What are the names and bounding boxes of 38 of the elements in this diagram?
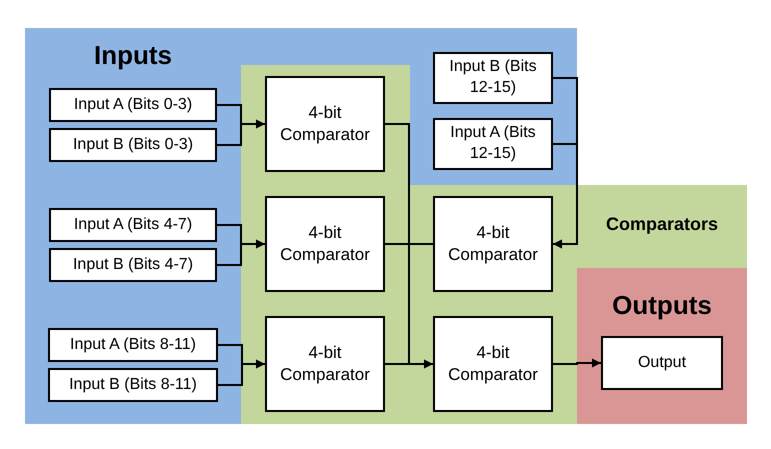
box-label: 4-bit Comparator: [447, 222, 539, 266]
connector-arrow: [217, 240, 265, 266]
process-box: [49, 208, 217, 242]
box-label: Output: [638, 352, 686, 373]
process-box: [433, 316, 553, 412]
connector-arrow: [553, 358, 601, 368]
box-label: Input A (Bits 12-15): [449, 123, 537, 164]
connector-arrow: [218, 360, 265, 386]
connector-arrow: [553, 143, 578, 248]
box-label: Input A (Bits 8-11): [70, 334, 196, 355]
process-box: [48, 368, 218, 402]
box-label: 4-bit Comparator: [447, 342, 539, 386]
box-label: Input A (Bits 0-3): [74, 94, 192, 115]
box-label: Input B (Bits 4-7): [72, 254, 194, 275]
process-box: [49, 128, 217, 162]
box-label: 4-bit Comparator: [279, 102, 371, 146]
box-label: Input A (Bits 4-7): [74, 214, 192, 235]
connector-arrow: [385, 360, 433, 368]
box-label: 4-bit Comparator: [279, 342, 371, 386]
box-label: 4-bit Comparator: [279, 222, 371, 266]
region-band: [577, 268, 747, 424]
process-box: [601, 336, 723, 390]
region-title: Inputs: [93, 40, 173, 71]
box-label: Input B (Bits 0-3): [72, 134, 194, 155]
process-box: [49, 248, 217, 282]
process-box: [433, 52, 553, 104]
connector-arrow: [217, 120, 265, 146]
process-box: [49, 88, 217, 122]
process-box: [433, 196, 553, 292]
process-box: [265, 196, 385, 292]
region-title: Outputs: [611, 290, 713, 321]
process-box: [48, 328, 218, 362]
region-title: Comparators: [604, 214, 720, 235]
box-label: Input B (Bits 12-15): [448, 57, 538, 98]
process-box: [265, 76, 385, 172]
process-box: [265, 316, 385, 412]
process-box: [433, 118, 553, 170]
box-label: Input B (Bits 8-11): [69, 374, 197, 395]
